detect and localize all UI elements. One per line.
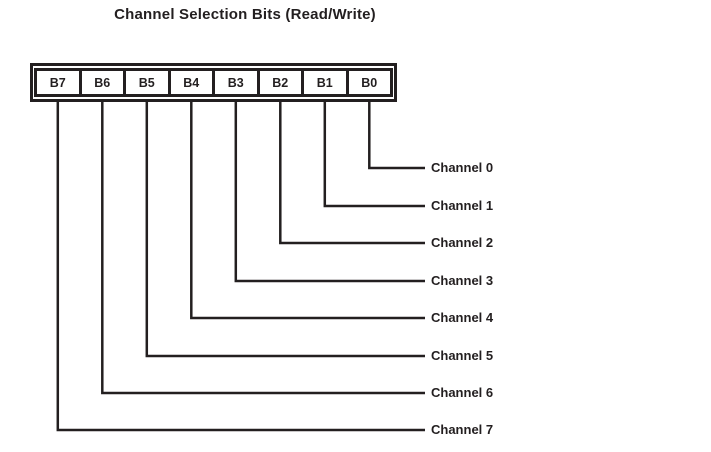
bit-cell-b1: B1 — [301, 68, 349, 97]
channel-label-1: Channel 1 — [431, 198, 494, 213]
bit-cell-b6: B6 — [78, 68, 126, 97]
bit-cell-b7: B7 — [34, 68, 82, 97]
bit-cell-b4: B4 — [167, 68, 215, 97]
bit-cell-b0: B0 — [345, 68, 393, 97]
channel-label-2: Channel 2 — [431, 235, 494, 250]
channel-label-6: Channel 6 — [431, 385, 494, 400]
channel-label-7: Channel 7 — [431, 422, 494, 437]
connector-path-channel-1 — [323, 100, 425, 208]
bit-cell-b3: B3 — [212, 68, 260, 97]
connector-path-channel-2 — [279, 100, 425, 245]
channel-label-5: Channel 5 — [431, 348, 494, 363]
connector-path-channel-4 — [190, 100, 425, 320]
register-box: B7 B6 B5 B4 B3 B2 B1 B0 — [30, 63, 397, 102]
connector-path-channel-7 — [56, 100, 425, 432]
channel-label-4: Channel 4 — [431, 310, 494, 325]
channel-label-0: Channel 0 — [431, 160, 494, 175]
connector-path-channel-3 — [234, 100, 425, 283]
channel-label-3: Channel 3 — [431, 273, 494, 288]
bit-cell-b5: B5 — [123, 68, 171, 97]
connector-path-channel-0 — [368, 100, 425, 170]
connector-path-channel-6 — [101, 100, 425, 395]
bit-cell-b2: B2 — [256, 68, 304, 97]
connector-path-channel-5 — [145, 100, 425, 358]
diagram-title: Channel Selection Bits (Read/Write) — [114, 6, 376, 23]
